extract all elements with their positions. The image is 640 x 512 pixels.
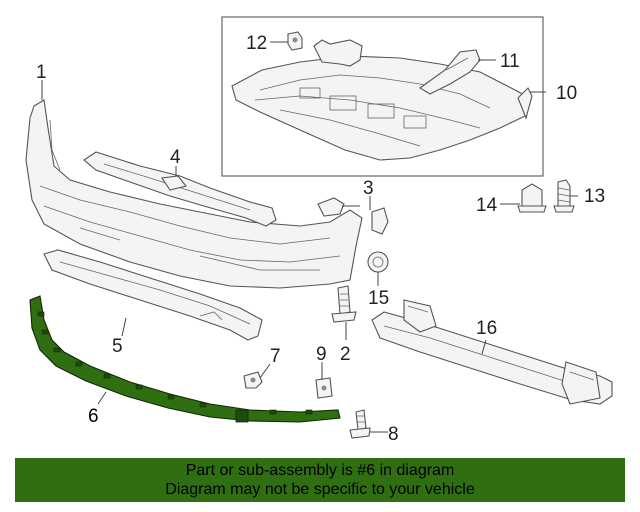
callout-12: 12 (246, 33, 267, 54)
inset-box (221, 16, 544, 177)
part-3-bracket[interactable] (317, 197, 389, 235)
banner-line-2: Diagram may not be specific to your vehi… (165, 481, 475, 498)
callout-9: 9 (316, 344, 327, 365)
part-15-grommet[interactable] (367, 251, 389, 273)
callout-15: 15 (368, 288, 389, 309)
callout-3: 3 (363, 178, 374, 199)
part-16-impact-bar[interactable] (371, 299, 613, 405)
skid-plate-bracket (313, 39, 363, 67)
callout-7: 7 (270, 346, 281, 367)
callout-5: 5 (112, 336, 123, 357)
leader-lines (41, 41, 578, 433)
part-14-push-pin[interactable] (517, 183, 547, 213)
part-9-clip[interactable] (315, 377, 333, 399)
callout-14: 14 (476, 195, 498, 216)
part-10-skid-plate[interactable] (231, 55, 533, 161)
part-5-lower-support[interactable] (43, 249, 263, 341)
callout-1: 1 (36, 62, 47, 83)
part-4-upper-support[interactable] (83, 151, 277, 227)
parts-diagram: 1 2 3 4 5 6 7 8 9 10 11 12 13 14 15 16 (25, 16, 613, 445)
part-8-screw[interactable] (349, 409, 371, 439)
callout-13: 13 (584, 186, 605, 207)
callout-16: 16 (476, 318, 497, 339)
callout-8: 8 (388, 424, 399, 445)
banner-line-1: Part or sub-assembly is #6 in diagram (185, 462, 455, 479)
part-1-bumper-cover[interactable] (25, 99, 363, 289)
callout-4: 4 (170, 147, 181, 168)
part-6-lower-molding[interactable] (29, 295, 341, 423)
part-12-clip[interactable] (287, 31, 303, 51)
callout-10: 10 (556, 83, 577, 104)
part-7-clip[interactable] (243, 371, 263, 389)
part-2-bolt[interactable] (331, 285, 357, 323)
callout-2: 2 (340, 344, 351, 365)
callout-labels: 1 2 3 4 5 6 7 8 9 10 11 12 13 14 15 16 (36, 33, 605, 445)
callout-11: 11 (500, 51, 520, 72)
highlight-banner: Part or sub-assembly is #6 in diagram Di… (15, 458, 625, 502)
callout-6: 6 (88, 406, 99, 427)
